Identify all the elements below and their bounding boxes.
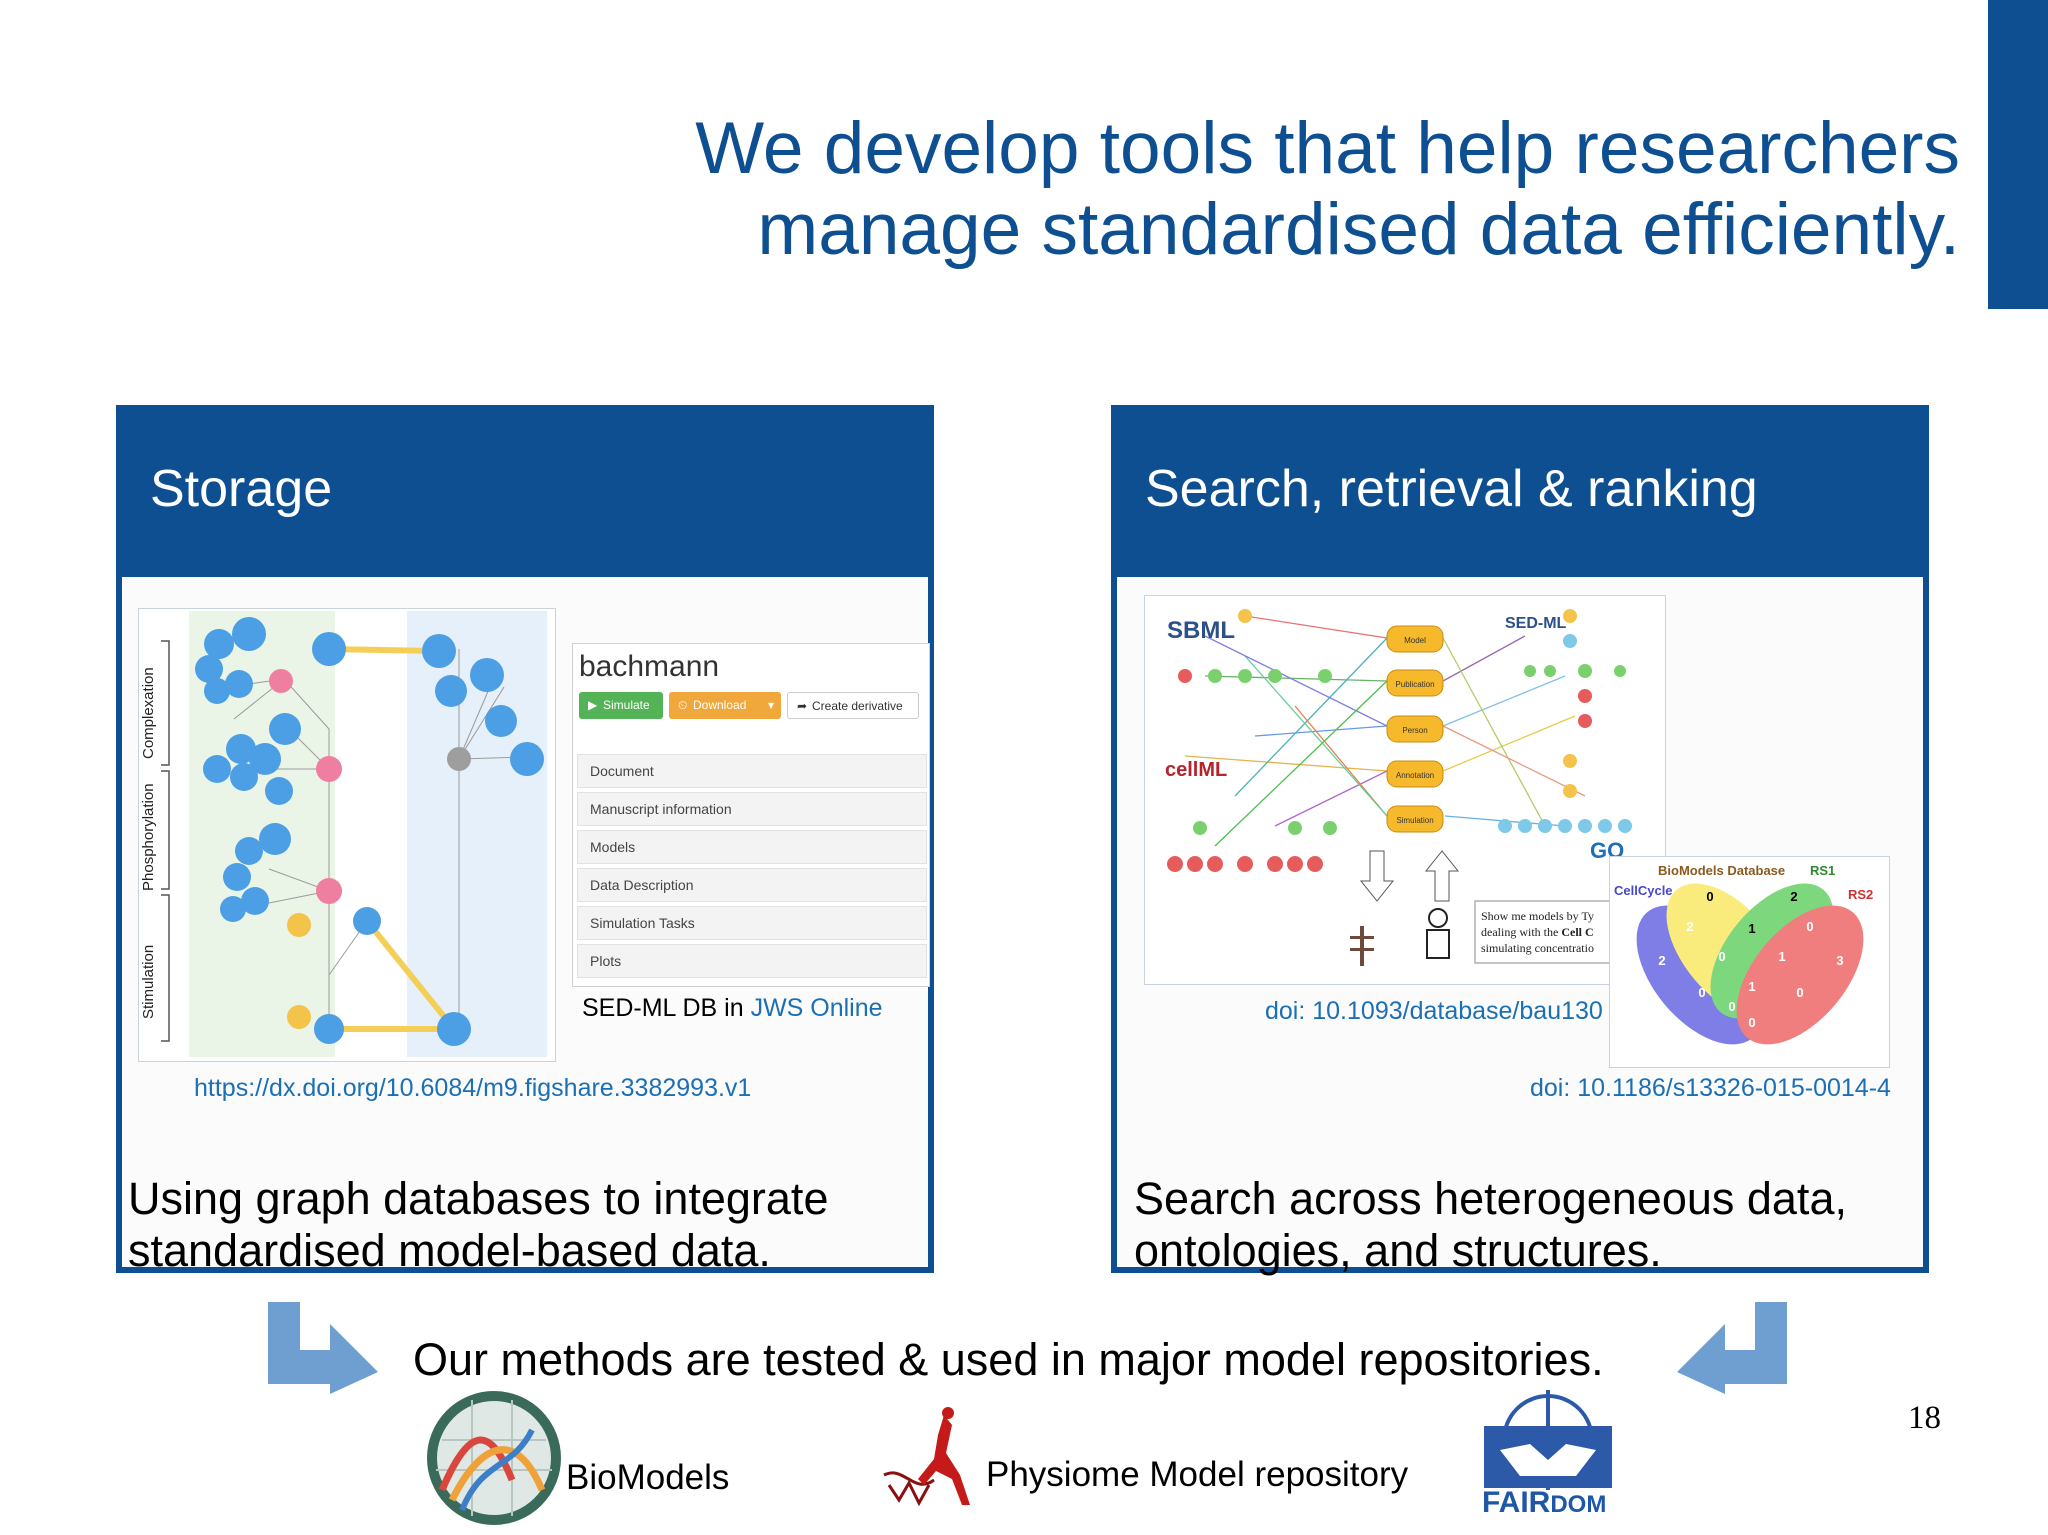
sedml-model-title: bachmann	[579, 650, 720, 683]
repositories-statement: Our methods are tested & used in major m…	[413, 1334, 1604, 1385]
node-label-publication: Publication	[1395, 680, 1434, 689]
venn-count-4: 1	[1748, 921, 1755, 936]
storage-panel: Storage Complexation Phosphorylation Sti…	[116, 405, 934, 1276]
download-icon: ⏲	[678, 698, 688, 712]
chevron-down-icon: ▾	[767, 698, 774, 712]
sedml-caption-prefix: SED-ML DB in	[582, 994, 751, 1022]
venn-count-2: 2	[1790, 889, 1797, 904]
venn-count-8: 1	[1778, 949, 1785, 964]
left-arrow-icon	[1677, 1302, 1787, 1394]
simulate-button[interactable]: ▶ Simulate	[579, 692, 663, 719]
search-heading: Search, retrieval & ranking	[1145, 460, 1758, 518]
biomodels-logo	[427, 1391, 561, 1525]
axis-label-phosphorylation: Phosphorylation	[140, 783, 157, 891]
sedml-row-simulation-tasks[interactable]: Simulation Tasks	[577, 906, 927, 940]
graph-database-figure: Complexation Phosphorylation Stimulation	[138, 608, 556, 1062]
title-line-1: We develop tools that help researchers	[695, 108, 1960, 189]
sedml-row-data-description[interactable]: Data Description	[577, 868, 927, 902]
play-icon: ▶	[588, 698, 598, 712]
search-panel-header: Search, retrieval & ranking	[1117, 411, 1923, 577]
venn-count-12: 0	[1796, 985, 1803, 1000]
sedml-row-document[interactable]: Document	[577, 754, 927, 788]
share-arrow-icon: ➦	[797, 699, 808, 713]
sedml-logo: SED-ML	[1505, 615, 1567, 632]
ontology-network-diagram: SBML SED-ML cellML GO	[1165, 609, 1666, 966]
database-doi-link[interactable]: doi: 10.1093/database/bau130	[1265, 997, 1603, 1025]
sbml-logo: SBML	[1167, 617, 1235, 644]
speech-line-3: simulating concentratio	[1481, 941, 1594, 955]
storage-caption-line-1: Using graph databases to integrate	[128, 1173, 829, 1224]
create-derivative-button[interactable]: ➦ Create derivative	[787, 692, 919, 719]
venn-count-1: 0	[1706, 889, 1713, 904]
venn-label-rs1: RS1	[1810, 863, 1835, 878]
venn-diagram-figure: BioModels Database RS1 CellCycle RS2 0 2…	[1609, 856, 1890, 1068]
jws-online-link[interactable]: JWS Online	[750, 994, 883, 1022]
axis-label-stimulation: Stimulation	[140, 945, 157, 1019]
venn-doi-link[interactable]: doi: 10.1186/s13326-015-0014-4	[1530, 1074, 1891, 1102]
fairdom-rest: DOM	[1550, 1491, 1607, 1518]
page-number: 18	[1908, 1400, 1941, 1436]
venn-count-13: 0	[1728, 999, 1735, 1014]
download-button[interactable]: ⏲ Download ▾	[669, 692, 781, 719]
venn-count-7: 0	[1718, 949, 1725, 964]
venn-count-10: 0	[1698, 985, 1705, 1000]
biomodels-label: BioModels	[566, 1458, 730, 1497]
fairdom-wordmark: FAIRDOM	[1482, 1486, 1606, 1520]
search-panel-body: SBML SED-ML cellML GO	[1117, 577, 1923, 1276]
axis-label-complexation: Complexation	[140, 667, 157, 759]
node-label-simulation: Simulation	[1396, 816, 1433, 825]
venn-count-14: 0	[1748, 1015, 1755, 1030]
search-panel: Search, retrieval & ranking SBML SED-ML …	[1111, 405, 1929, 1276]
venn-title: BioModels Database	[1658, 863, 1785, 878]
speech-line-1: Show me models by Ty	[1481, 909, 1594, 923]
venn-count-11: 1	[1748, 979, 1755, 994]
venn-label-cellcycle: CellCycle	[1614, 883, 1673, 898]
venn-count-3: 2	[1686, 919, 1693, 934]
node-label-person: Person	[1402, 726, 1427, 735]
storage-heading: Storage	[150, 460, 333, 518]
speech-line-2: dealing with the Cell C	[1481, 925, 1594, 939]
search-caption: Search across heterogeneous data, ontolo…	[1134, 1173, 1924, 1277]
sedml-caption: SED-ML DB in JWS Online	[582, 994, 883, 1023]
sedml-row-manuscript[interactable]: Manuscript information	[577, 792, 927, 826]
sedml-row-models[interactable]: Models	[577, 830, 927, 864]
venn-diagram: BioModels Database RS1 CellCycle RS2 0 2…	[1614, 863, 1873, 1045]
storage-panel-header: Storage	[122, 411, 928, 577]
title-line-2: manage standardised data efficiently.	[757, 189, 1960, 270]
right-arrow-icon	[268, 1302, 378, 1394]
sedml-row-plots[interactable]: Plots	[577, 944, 927, 978]
venn-label-rs2: RS2	[1848, 887, 1873, 902]
graph-network-diagram: Complexation Phosphorylation Stimulation	[140, 611, 547, 1057]
fairdom-logo	[1484, 1390, 1612, 1490]
venn-count-9: 3	[1836, 953, 1843, 968]
storage-caption: Using graph databases to integrate stand…	[128, 1173, 928, 1277]
physiome-logo	[883, 1407, 970, 1507]
figshare-doi-link[interactable]: https://dx.doi.org/10.6084/m9.figshare.3…	[194, 1074, 752, 1102]
venn-count-5: 0	[1806, 919, 1813, 934]
storage-panel-body: Complexation Phosphorylation Stimulation	[122, 577, 930, 1276]
search-caption-line-1: Search across heterogeneous data,	[1134, 1173, 1847, 1224]
venn-count-6: 2	[1658, 953, 1665, 968]
cellml-logo: cellML	[1165, 759, 1227, 781]
physiome-label: Physiome Model repository	[986, 1455, 1409, 1494]
ontology-network-figure: SBML SED-ML cellML GO	[1144, 595, 1666, 985]
slide-title: We develop tools that help researchers m…	[560, 108, 1960, 270]
sedml-entry-panel: bachmann ▶ Simulate ⏲ Download ▾ ➦ Creat…	[572, 643, 930, 987]
fairdom-bold: FAIR	[1482, 1486, 1551, 1519]
corner-accent-bar	[1988, 0, 2048, 309]
storage-caption-line-2: standardised model-based data.	[128, 1225, 771, 1276]
search-caption-line-2: ontologies, and structures.	[1134, 1225, 1662, 1276]
node-label-model: Model	[1404, 636, 1426, 645]
node-label-annotation: Annotation	[1396, 771, 1434, 780]
